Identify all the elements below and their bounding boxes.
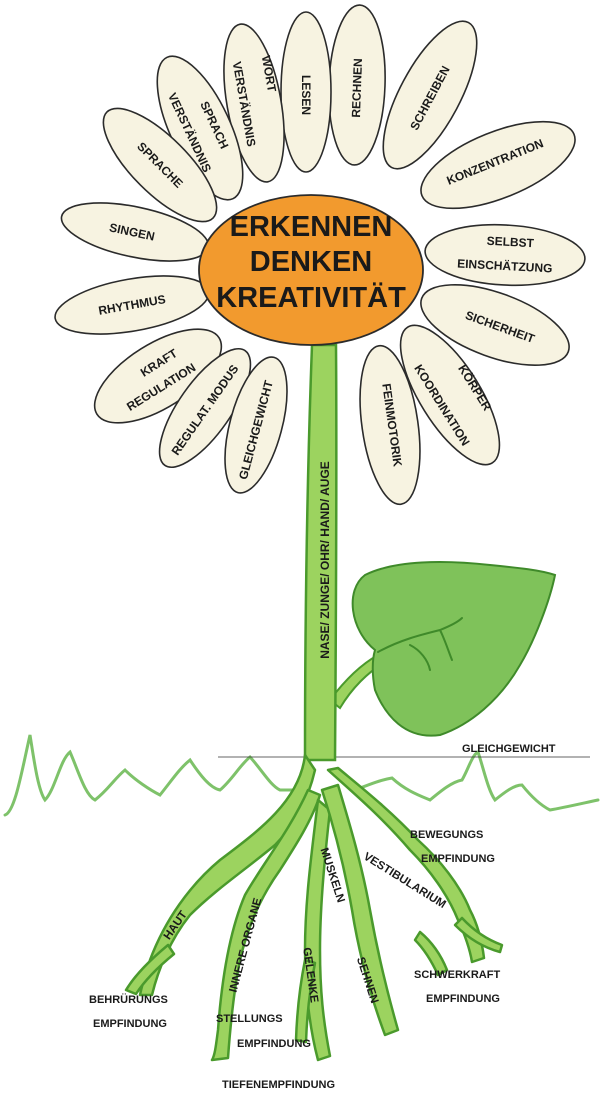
- center-line-3: KREATIVITÄT: [216, 281, 406, 314]
- center-line-1: ERKENNEN: [230, 211, 393, 243]
- petal-label-rechnen: RECHNEN: [349, 58, 365, 118]
- label-tiefen: TIEFENEMPFINDUNG: [222, 1079, 335, 1091]
- label-stellungs-1: STELLUNGS: [216, 1013, 283, 1025]
- ground-label: GLEICHGEWICHT: [462, 743, 556, 755]
- center-line-2: DENKEN: [250, 246, 372, 278]
- petal-label-lesen: LESEN: [299, 75, 313, 115]
- petal-selbst: [424, 221, 587, 289]
- label-bewegungs-1: BEWEGUNGS: [410, 829, 483, 841]
- roots: [126, 755, 502, 1060]
- petal-label-selbst-1: SELBST: [486, 234, 535, 250]
- label-schwerkraft-1: SCHWERKRAFT: [414, 969, 500, 981]
- label-bewegungs-2: EMPFINDUNG: [421, 853, 495, 865]
- label-stellungs-2: EMPFINDUNG: [237, 1038, 311, 1050]
- label-beruehrungs-1: BEHRÜRUNGS: [89, 993, 168, 1006]
- label-beruehrungs-2: EMPFINDUNG: [93, 1018, 167, 1030]
- label-schwerkraft-2: EMPFINDUNG: [426, 993, 500, 1005]
- stem-label: NASE/ ZUNGE/ OHR/ HAND/ AUGE: [318, 461, 332, 659]
